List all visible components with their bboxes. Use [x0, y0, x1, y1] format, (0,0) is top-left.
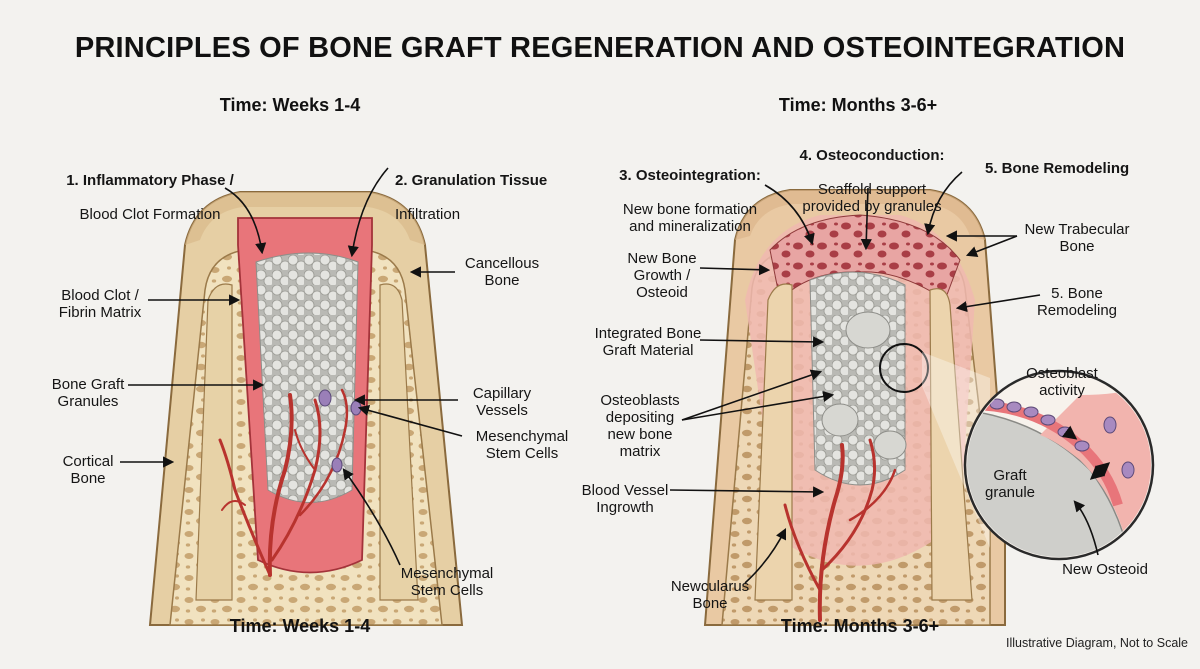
label-bone-graft-granules: Bone Graft Granules — [51, 376, 125, 410]
label-bone-remodeling-side: 5. Bone Remodeling — [1036, 285, 1118, 319]
label-inflammatory-phase: 1. Inflammatory Phase / Blood Clot Forma… — [66, 155, 234, 240]
left-bone-graft-granules — [255, 252, 359, 503]
leader-lines — [120, 167, 1099, 584]
label-granulation-tissue: 2. Granulation Tissue Infiltration — [395, 155, 547, 240]
label-osteoconduction: 4. Osteoconduction: Scaffold support pro… — [799, 130, 944, 232]
label-mesenchymal-stem-cells-1: Mesenchymal Stem Cells — [475, 428, 569, 462]
label-osteoconduction-title: 4. Osteoconduction: — [799, 147, 945, 164]
label-granulation-tissue-sub: Infiltration — [395, 206, 461, 223]
label-inflammatory-phase-title: 1. Inflammatory Phase / — [66, 172, 234, 189]
label-cortical-bone: Cortical Bone — [62, 453, 114, 487]
right-blood-vessel-ingrowth — [783, 438, 897, 622]
label-osteoblast-activity: Osteoblast activity — [1026, 365, 1098, 399]
left-time-top: Time: Weeks 1-4 — [219, 95, 361, 115]
right-time-bottom: Time: Months 3-6+ — [780, 616, 940, 636]
label-new-osteoid: New Osteoid — [1062, 561, 1148, 578]
label-mesenchymal-stem-cells-2: Mesenchymal Stem Cells — [400, 565, 494, 599]
label-newcularus-bone: Newcularus Bone — [670, 578, 750, 612]
label-osteointegration-title: 3. Osteointegration: — [619, 167, 761, 184]
label-capillary-vessels: Capillary Vessels — [472, 385, 532, 419]
label-new-trabecular-bone: New Trabecular Bone — [1024, 221, 1130, 255]
left-time-bottom: Time: Weeks 1-4 — [229, 616, 371, 636]
page-title: PRINCIPLES OF BONE GRAFT REGENERATION AN… — [74, 32, 1126, 64]
left-bone-illustration — [148, 191, 464, 626]
label-cancellous-bone: Cancellous Bone — [464, 255, 540, 289]
label-granulation-tissue-title: 2. Granulation Tissue — [395, 172, 548, 189]
left-capillary-vessels — [218, 388, 349, 577]
label-bone-remodeling-top: 5. Bone Remodeling — [985, 160, 1130, 177]
footnote: Illustrative Diagram, Not to Scale — [1005, 636, 1188, 650]
label-osteoconduction-sub: Scaffold support provided by granules — [802, 181, 942, 215]
label-blood-vessel-ingrowth: Blood Vessel Ingrowth — [581, 482, 669, 516]
label-osteointegration: 3. Osteointegration: New bone formation … — [619, 150, 761, 252]
label-integrated-graft: Integrated Bone Graft Material — [594, 325, 702, 359]
right-bone-illustration — [703, 189, 1006, 626]
label-osteointegration-sub: New bone formation and mineralization — [622, 201, 758, 235]
label-graft-granule: Graft granule — [984, 467, 1036, 501]
label-blood-clot: Blood Clot / Fibrin Matrix — [58, 287, 142, 321]
label-inflammatory-phase-sub: Blood Clot Formation — [79, 206, 221, 223]
zoom-inset-osteoblast-activity — [963, 369, 1155, 561]
label-osteoblasts: Osteoblasts depositing new bone matrix — [600, 392, 680, 460]
label-new-bone-growth: New Bone Growth / Osteoid — [627, 250, 697, 301]
right-time-top: Time: Months 3-6+ — [778, 95, 938, 115]
